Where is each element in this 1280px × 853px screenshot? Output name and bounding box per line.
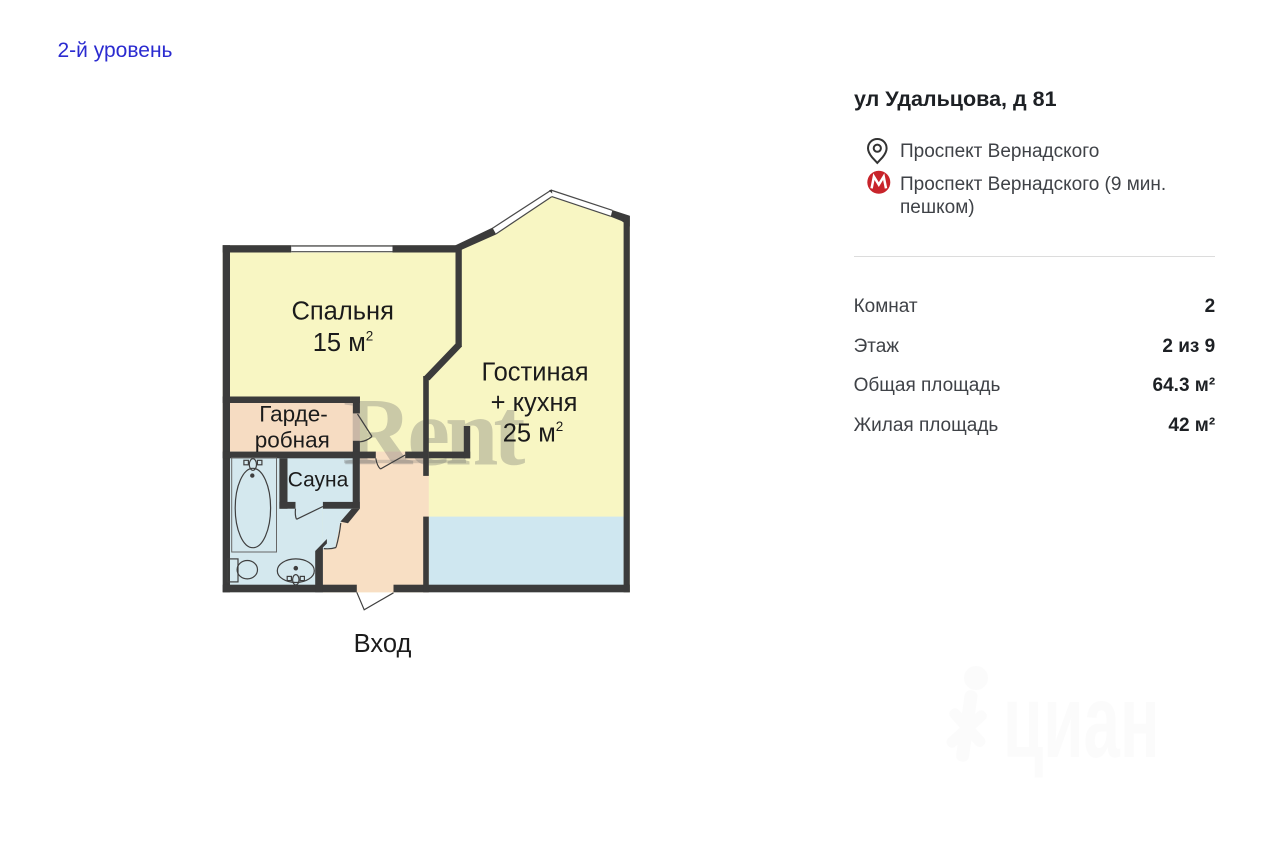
svg-text:Сауна: Сауна [288, 469, 349, 492]
svg-text:Гарде-: Гарде- [259, 401, 328, 426]
svg-text:25 м2: 25 м2 [503, 419, 564, 448]
svg-text:+ кухня: + кухня [491, 389, 578, 417]
svg-text:Вход: Вход [354, 630, 412, 658]
svg-text:Rent: Rent [343, 378, 525, 485]
svg-text:Спальня: Спальня [291, 298, 393, 326]
svg-text:Гостиная: Гостиная [481, 359, 588, 387]
svg-text:15 м2: 15 м2 [313, 328, 374, 357]
svg-text:робная: робная [255, 427, 330, 452]
svg-text:циан: циан [1003, 664, 1160, 780]
